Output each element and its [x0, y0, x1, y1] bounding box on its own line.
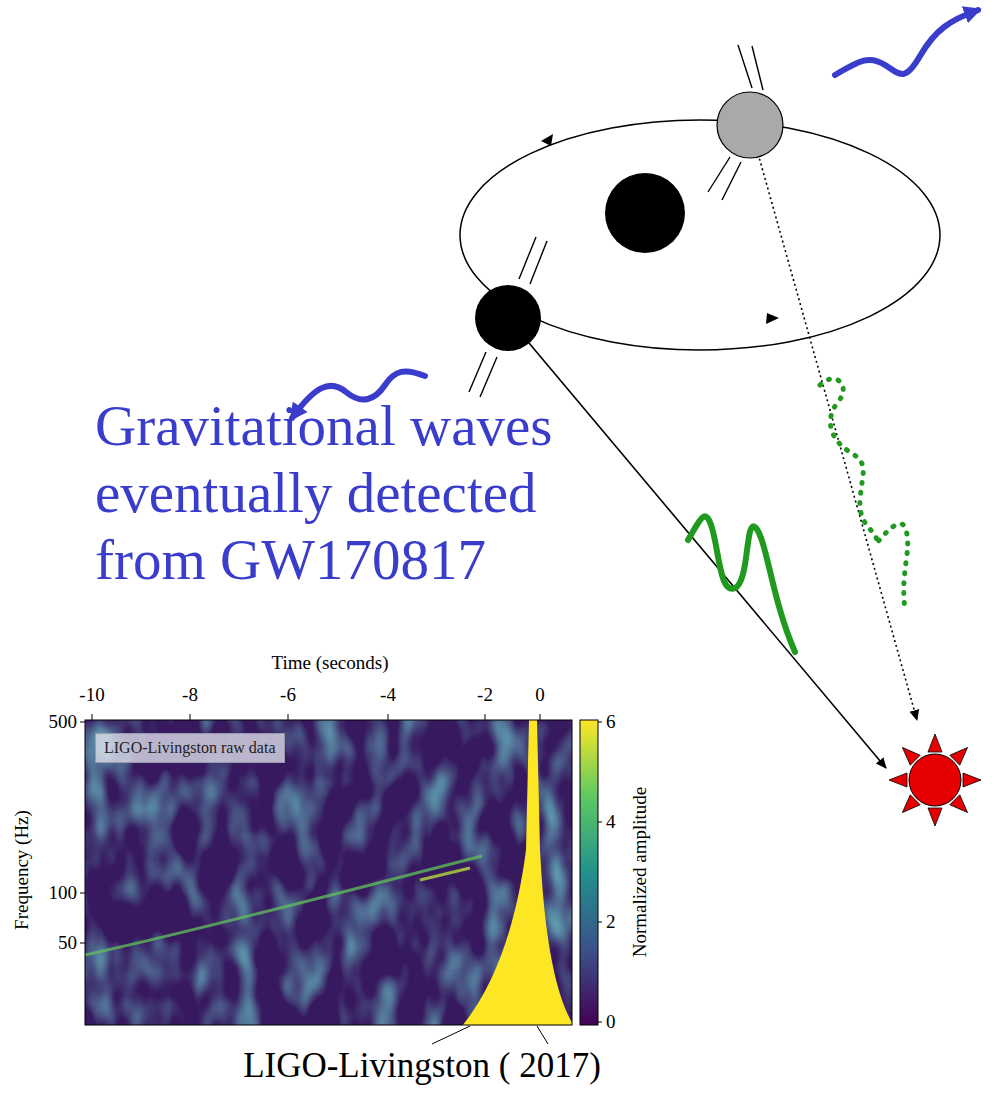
colorbar-ticks — [598, 722, 602, 1022]
axis-title: Normalized amplitude — [630, 787, 651, 957]
tick-label: -2 — [477, 685, 493, 706]
colorbar — [580, 720, 598, 1025]
tick-label: -6 — [280, 685, 296, 706]
tick-label: -4 — [380, 685, 396, 706]
tick-label: -8 — [182, 685, 198, 706]
caption: LIGO-Livingston ( 2017) — [243, 1047, 601, 1086]
orbit-arrow — [766, 313, 779, 324]
box-text: LIGO-Livingston raw data — [104, 739, 276, 757]
signal-path-dotted — [750, 125, 917, 720]
tick-label: 2 — [606, 912, 616, 933]
tick-label: 500 — [49, 712, 78, 733]
tick-label: 4 — [606, 812, 616, 833]
leader-line — [432, 1026, 548, 1044]
axis-title: Time (seconds) — [272, 653, 389, 674]
pulsar — [717, 92, 783, 158]
tick-label: 100 — [49, 883, 78, 904]
pulsar — [475, 285, 541, 351]
companion-star — [605, 173, 685, 253]
pulsar-beams — [708, 45, 763, 200]
pulse-signal — [688, 516, 795, 652]
axis-ticks — [80, 714, 540, 943]
headline: Gravitational waves eventually detected … — [95, 392, 615, 593]
axis-title: Frequency (Hz) — [12, 810, 33, 930]
observer-sun — [889, 734, 981, 826]
orbit-arrow — [541, 134, 553, 146]
tick-label: 6 — [606, 712, 616, 733]
pulse-signal-dotted — [820, 379, 908, 610]
legend-box: LIGO-Livingston raw data — [95, 733, 285, 763]
pulsar-beams — [469, 237, 547, 397]
tick-label: 0 — [535, 685, 545, 706]
tick-label: 50 — [58, 933, 77, 954]
plot-frame — [85, 720, 572, 1025]
gravitational-wave — [835, 10, 978, 75]
signal-path — [508, 318, 886, 768]
orbit — [460, 120, 940, 350]
tick-label: 0 — [606, 1012, 616, 1033]
tick-label: -10 — [79, 685, 104, 706]
spectrogram — [85, 720, 572, 1025]
